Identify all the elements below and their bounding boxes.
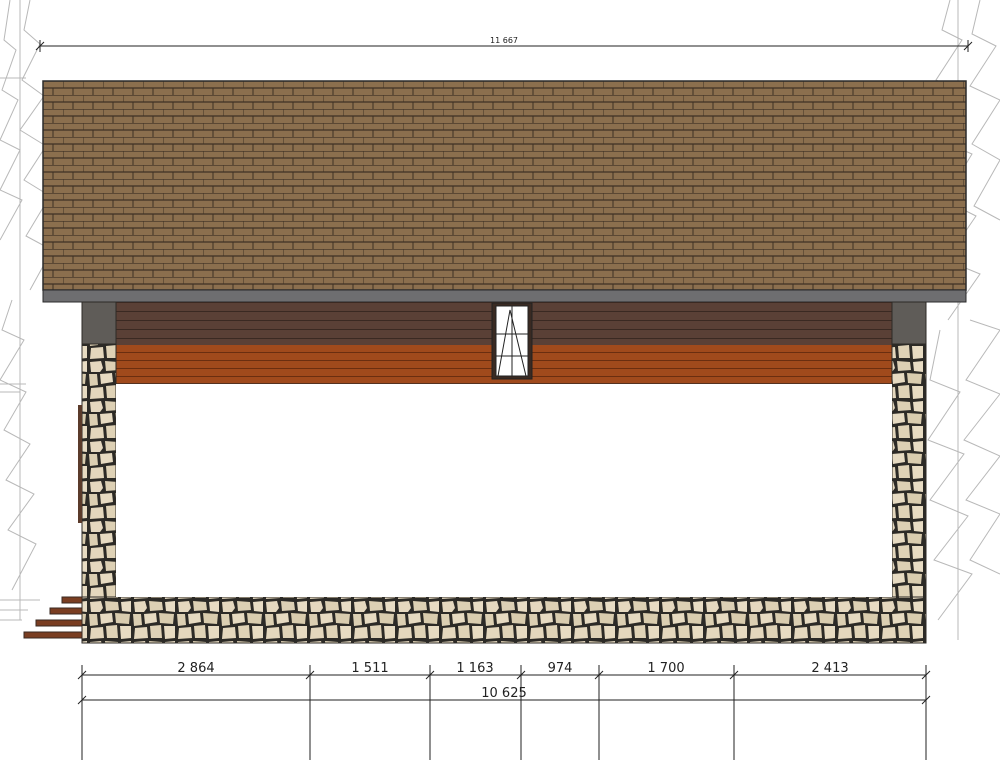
segment-2-label: 1 511 (351, 661, 388, 676)
segment-1-label: 2 864 (177, 661, 214, 676)
overall-wall-width-label: 10 625 (481, 686, 527, 701)
stone-plinth (81, 596, 927, 644)
side-post (78, 405, 82, 523)
segment-4-label: 974 (548, 661, 573, 676)
entry-steps (23, 596, 83, 639)
dimension-overall-roof (35, 40, 973, 52)
dimension-overall-wall (77, 695, 931, 705)
open-wall-area (116, 384, 892, 597)
dimension-segments (77, 665, 931, 760)
tree-left-sketch (0, 0, 53, 621)
roof-eave-fascia (42, 289, 967, 303)
roof-shingles (42, 80, 967, 291)
segment-5-label: 1 700 (647, 661, 684, 676)
corner-cap-right (891, 301, 927, 345)
corner-cap-left (81, 301, 117, 345)
stone-column-right (891, 343, 927, 599)
segment-3-label: 1 163 (456, 661, 493, 676)
segment-6-label: 2 413 (811, 661, 848, 676)
gable-window (491, 302, 533, 380)
stone-column-left (81, 343, 117, 599)
overall-roof-width-label: 11 667 (490, 36, 518, 45)
